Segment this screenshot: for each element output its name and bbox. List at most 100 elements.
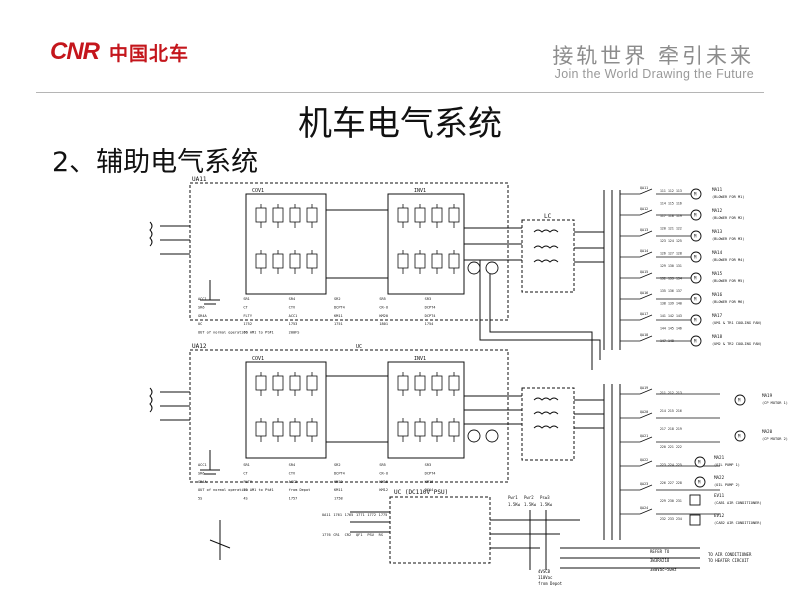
lower-component-label: CT bbox=[243, 471, 248, 475]
lower-component-label: DCPT4 bbox=[425, 471, 436, 475]
igbt-icon bbox=[414, 207, 426, 223]
wire-number-label: 213 bbox=[676, 391, 682, 395]
lower-vertical-bus bbox=[603, 384, 621, 450]
motor-id-label: MA15 bbox=[712, 271, 723, 276]
upper-component-label: SR5 bbox=[379, 297, 386, 301]
igbt-icon bbox=[397, 421, 409, 437]
igbt-icon bbox=[255, 207, 267, 223]
lower-component-label: 1757 bbox=[289, 497, 298, 501]
wire-number-label: 217 bbox=[660, 427, 666, 431]
motor-id-label: MA19 bbox=[762, 393, 773, 398]
lower-component-label: KM16 bbox=[425, 480, 434, 484]
wire-number-label: 136 bbox=[668, 289, 674, 293]
header-divider bbox=[36, 92, 764, 93]
uc-component-label: 1771 bbox=[356, 513, 365, 517]
upper-component-label: 1751 bbox=[334, 322, 343, 326]
igbt-icon bbox=[431, 207, 443, 223]
inv-to-lc-lower bbox=[464, 395, 522, 425]
lower-component-label: TO AM1 to Pt#1 bbox=[243, 488, 273, 492]
motor-icon bbox=[690, 251, 702, 263]
lower-component-label: SR1 bbox=[243, 463, 250, 467]
motor-symbol: M bbox=[738, 398, 741, 403]
bottom-left-switch bbox=[209, 520, 231, 560]
wire-number-label: 228 bbox=[676, 481, 682, 485]
wire-number-label: 120 bbox=[660, 227, 666, 231]
contactor-icon bbox=[620, 436, 720, 443]
igbt-icon bbox=[306, 207, 318, 223]
wire-number-label: 144 bbox=[660, 327, 666, 331]
switch-label: QA22 bbox=[640, 458, 648, 462]
contactor-icon bbox=[620, 484, 720, 491]
sensor-icon bbox=[485, 429, 499, 443]
wire-number-label: 232 bbox=[660, 517, 666, 521]
uc-component-label: 1765 bbox=[345, 513, 354, 517]
inductor-icon bbox=[533, 245, 559, 249]
igbt-icon bbox=[306, 421, 318, 437]
igbt-icon bbox=[255, 253, 267, 269]
schematic-frames bbox=[160, 182, 700, 570]
switch-label: QA16 bbox=[640, 291, 648, 295]
motor-icon bbox=[694, 476, 706, 488]
motor-desc-label: (CP MOTOR 2) bbox=[762, 437, 788, 441]
upper-component-label: ACC1 bbox=[198, 297, 207, 301]
ac-supply-lines bbox=[560, 547, 700, 569]
motor-icon bbox=[690, 293, 702, 305]
upper-component-label: 1801 bbox=[379, 322, 388, 326]
contactor-icon bbox=[620, 251, 696, 258]
motor-id-label: MA20 bbox=[762, 429, 773, 434]
bottom-note-label: Psw3 bbox=[540, 495, 550, 500]
ua12-frame bbox=[189, 349, 509, 483]
lower-component-label: KM12 bbox=[334, 480, 343, 484]
motor-desc-label: (CP MOTOR 1) bbox=[762, 401, 788, 405]
bottom-note-label: 1.5Kw bbox=[508, 502, 521, 507]
motor-desc-label: (UM2 & TR2 COOLING FAN) bbox=[712, 342, 762, 346]
igbt-icon bbox=[306, 253, 318, 269]
contactor-icon bbox=[620, 314, 696, 321]
wire-number-label: 146 bbox=[676, 327, 682, 331]
uc-component-label: 1776 bbox=[322, 533, 331, 537]
igbt-icon bbox=[448, 421, 460, 437]
wire-number-label: 127 bbox=[668, 252, 674, 256]
motor-id-label: MA18 bbox=[712, 334, 723, 339]
lower-component-label: 1758 bbox=[334, 497, 343, 501]
motor-desc-label: (BLOWER FOR M5) bbox=[712, 279, 744, 283]
lower-component-label: OUT of normal operation bbox=[198, 488, 248, 492]
unit-inv1b-label: INV1 bbox=[414, 356, 426, 362]
bottom-note-label: 1.5Kw bbox=[540, 502, 553, 507]
lower-component-label: CR-U bbox=[379, 471, 388, 475]
bottom-note-label: TO HEATER CIRCUIT bbox=[708, 558, 750, 563]
lower-component-label: ACC2 bbox=[289, 480, 298, 484]
igbt-icon bbox=[448, 207, 460, 223]
current-sensors bbox=[467, 261, 499, 443]
transformer-upper-icon bbox=[149, 221, 153, 247]
uc-component-label: UA11 bbox=[322, 513, 331, 517]
bottom-note-label: 1.5Kw bbox=[524, 502, 537, 507]
wire-number-label: 124 bbox=[668, 239, 674, 243]
ac-id-label: EV11 bbox=[714, 493, 725, 498]
wire-number-label: 128 bbox=[676, 252, 682, 256]
uc-frame bbox=[389, 496, 491, 564]
wire-number-label: 231 bbox=[676, 499, 682, 503]
unit-uc-psu-label: UC (DC110V PSU) bbox=[394, 489, 448, 496]
lower-dc-bus bbox=[326, 375, 388, 443]
switch-label: QA24 bbox=[640, 506, 648, 510]
contactor-icon bbox=[620, 209, 696, 216]
uc-component-label: CR1 bbox=[333, 533, 340, 537]
sensor-icon bbox=[467, 429, 481, 443]
wire-number-label: 141 bbox=[660, 314, 666, 318]
igbt-icon bbox=[414, 375, 426, 391]
air-conditioner-icon bbox=[689, 494, 701, 506]
switch-label: QA14 bbox=[640, 249, 648, 253]
motor-icon bbox=[734, 430, 746, 442]
inductor-icon bbox=[533, 397, 559, 401]
motor-icon bbox=[690, 272, 702, 284]
motor-symbol: M bbox=[694, 276, 697, 281]
igbt-icon bbox=[255, 421, 267, 437]
contactor-icon bbox=[620, 388, 720, 395]
upper-component-label: TO AM1 to Pt#1 bbox=[243, 331, 273, 335]
upper-component-label: 1753 bbox=[289, 322, 298, 326]
wire-number-label: 212 bbox=[668, 391, 674, 395]
